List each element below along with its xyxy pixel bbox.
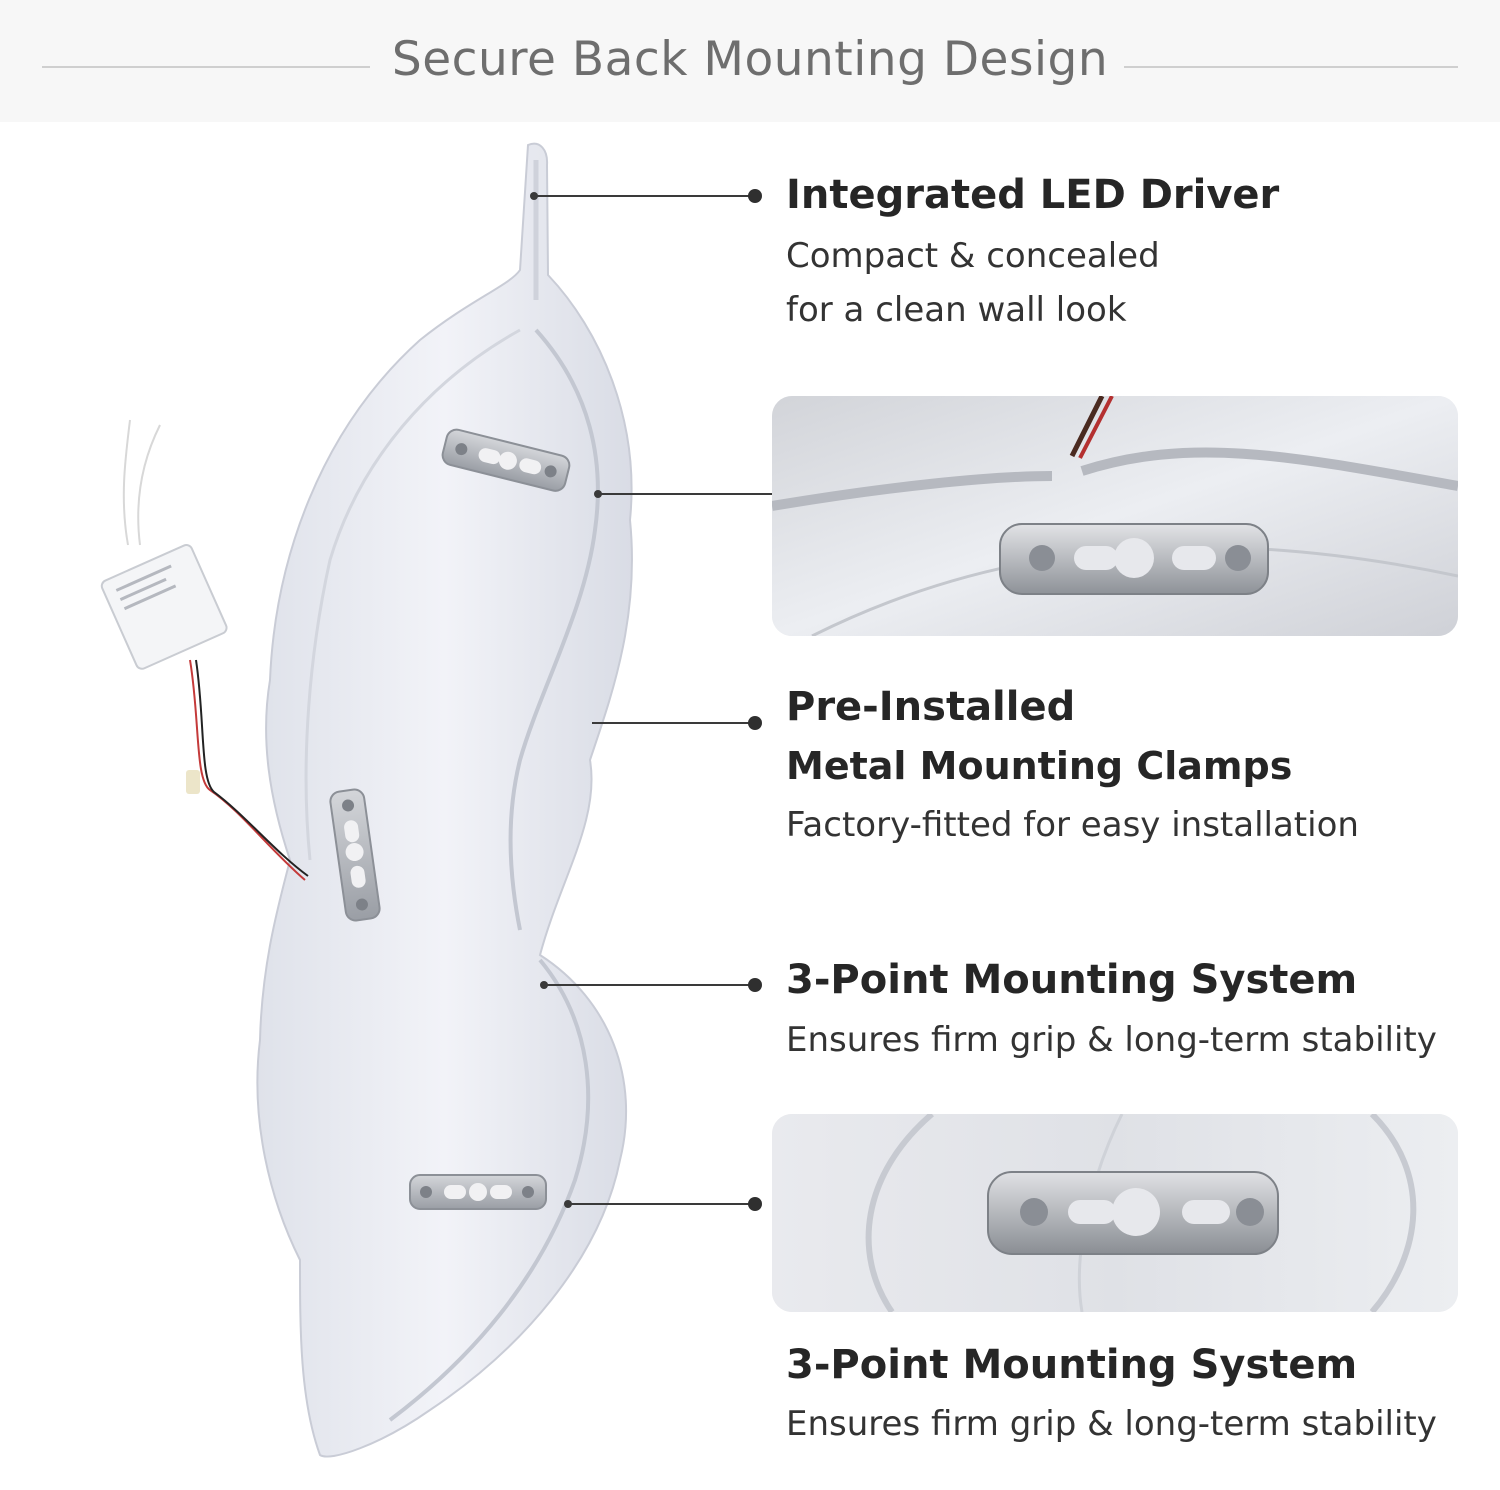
mounting-clamp-bottom: [409, 1174, 547, 1210]
leader-line-1: [536, 195, 754, 197]
feature-line-led-driver-2: for a clean wall look: [786, 290, 1127, 330]
feature-title-pre-installed: Pre-Installed: [786, 684, 1076, 730]
header-banner: Secure Back Mounting Design: [0, 0, 1500, 122]
feather-outline: [256, 142, 633, 1458]
leader-dot-4: [748, 978, 762, 992]
leader-line-3: [592, 722, 754, 724]
leader-line-2: [600, 493, 772, 495]
feature-line-led-driver-1: Compact & concealed: [786, 236, 1160, 276]
leader-end-2: [594, 490, 602, 498]
closeup-photo-top-clamp: [772, 396, 1458, 636]
feature-title-led-driver: Integrated LED Driver: [786, 172, 1280, 218]
leader-end-1: [530, 192, 538, 200]
feature-title-3-point-b: 3-Point Mounting System: [786, 1342, 1358, 1388]
leader-dot-1: [748, 189, 762, 203]
led-driver-box: [100, 544, 228, 670]
feature-title-3-point-a: 3-Point Mounting System: [786, 957, 1358, 1003]
closeup-photo-bottom-clamp: [772, 1114, 1458, 1312]
feature-sub-stability-b: Ensures firm grip & long-term stability: [786, 1404, 1437, 1444]
feather-light-back-view: [0, 122, 780, 1490]
leader-end-4: [540, 981, 548, 989]
leader-end-5: [564, 1200, 572, 1208]
header-rule-left: [42, 66, 370, 68]
leader-line-5: [570, 1203, 754, 1205]
leader-dot-3: [748, 716, 762, 730]
feature-sub-stability-a: Ensures firm grip & long-term stability: [786, 1020, 1437, 1060]
mounting-clamp-middle: [329, 788, 381, 922]
header-rule-right: [1124, 66, 1458, 68]
page-title: Secure Back Mounting Design: [391, 32, 1109, 87]
leader-dot-5: [748, 1197, 762, 1211]
feature-title-metal-clamps: Metal Mounting Clamps: [786, 744, 1293, 788]
feature-sub-factory-fitted: Factory-fitted for easy installation: [786, 805, 1359, 845]
mounting-clamp-top: [441, 428, 571, 492]
leader-line-4: [546, 984, 754, 986]
